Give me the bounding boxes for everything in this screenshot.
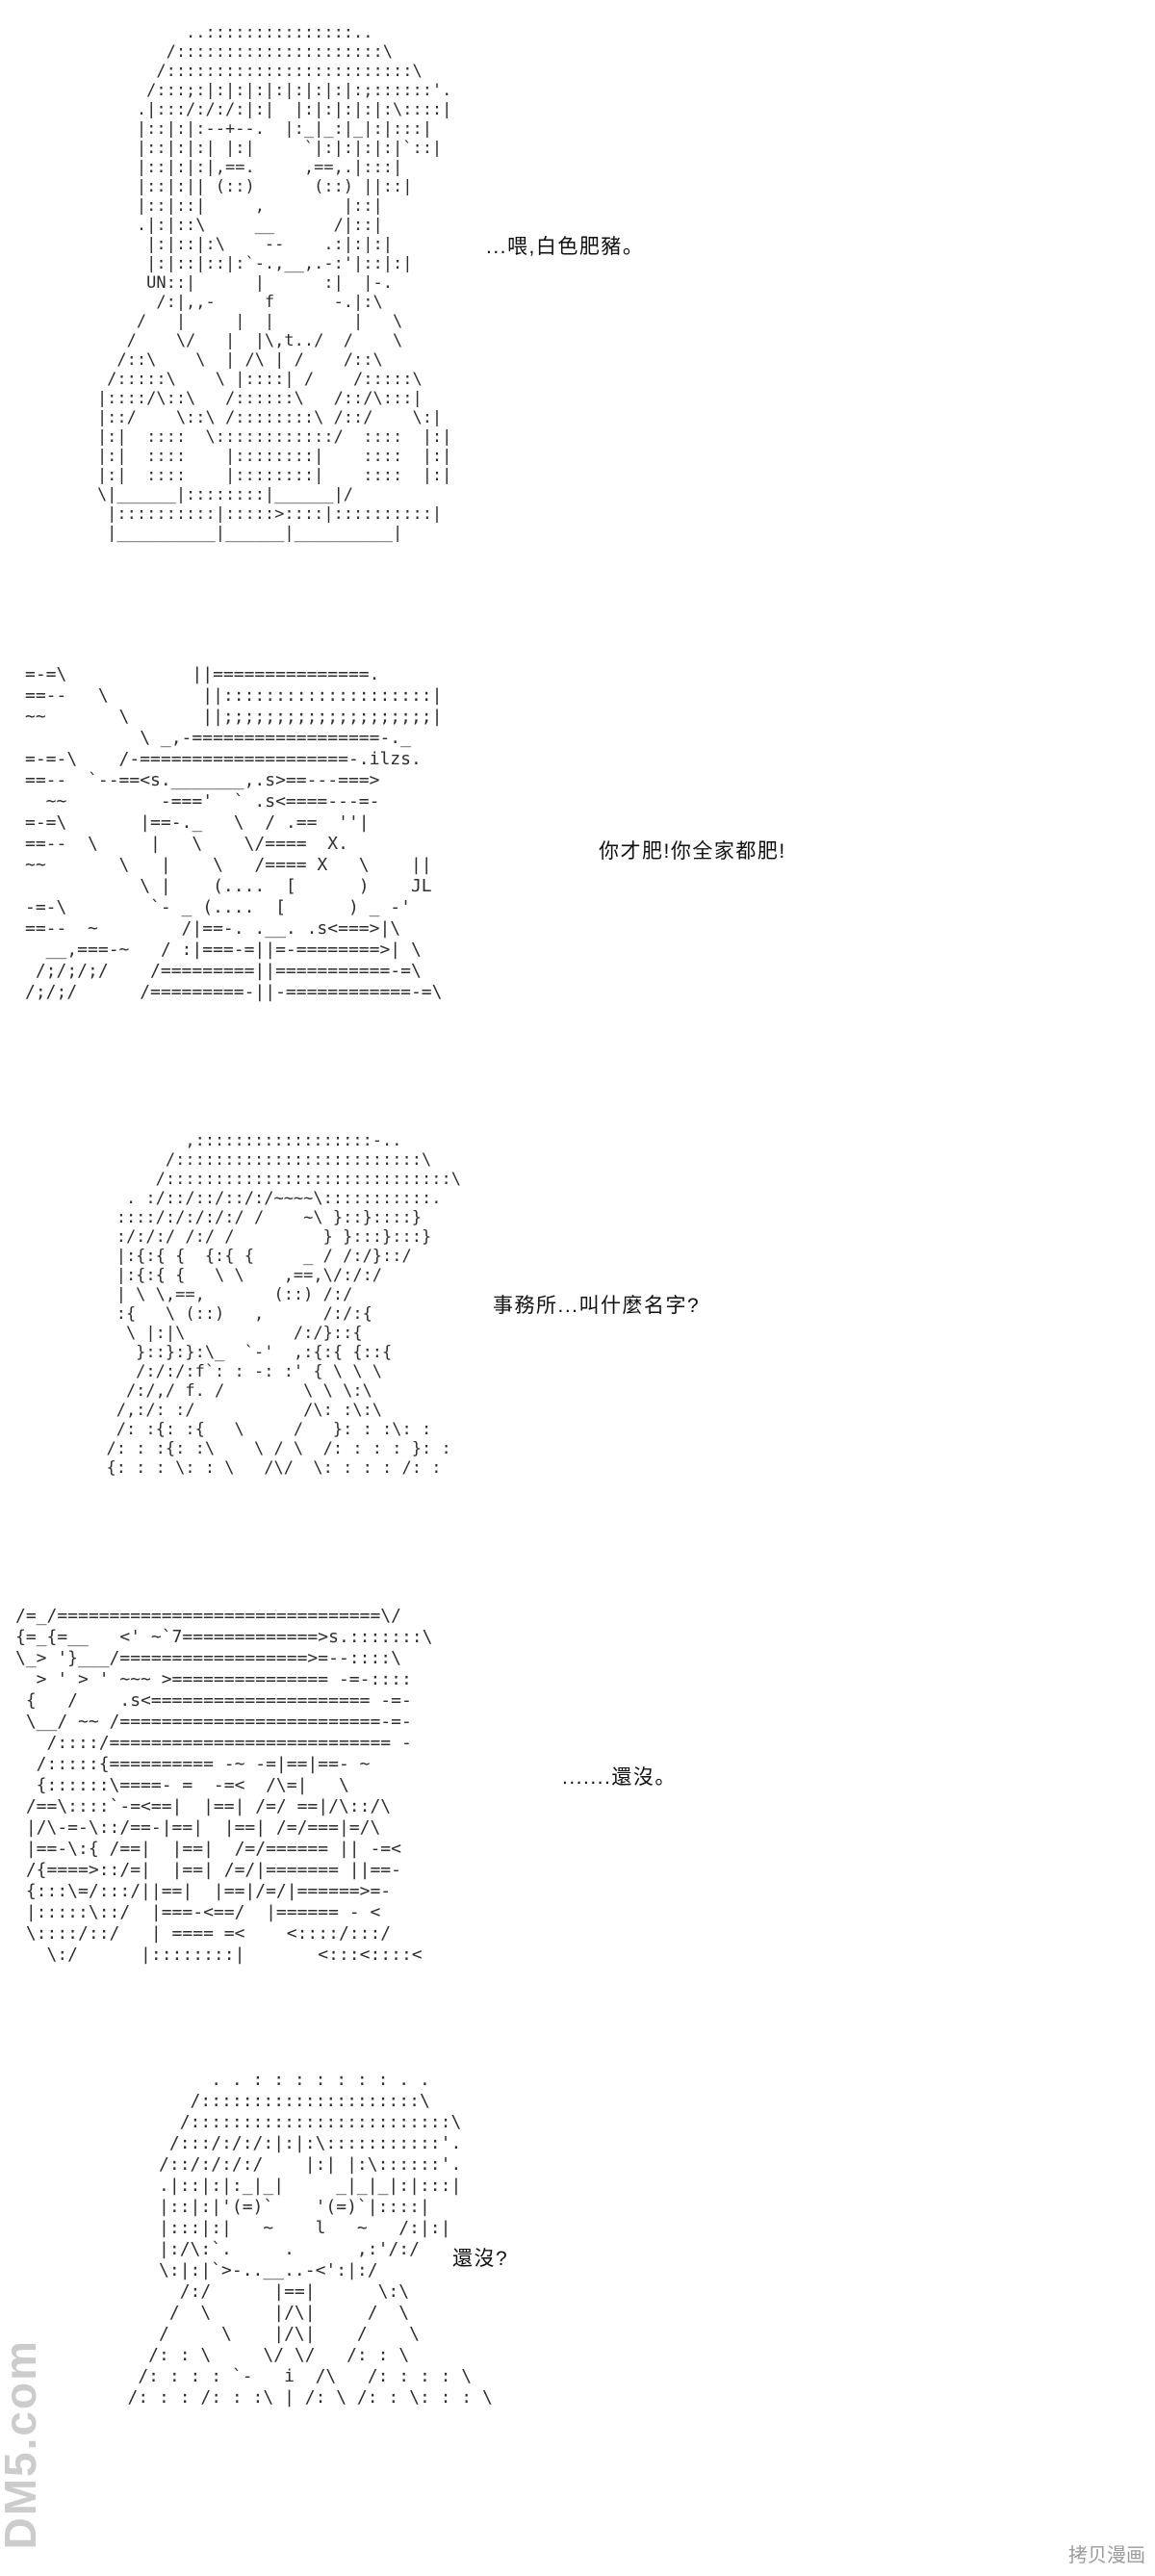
ascii-art-panel-3: ,::::::::::::::::::-.. /::::::::::::::::… <box>106 1131 461 1478</box>
copymanga-watermark: 拷贝漫画 <box>1068 2545 1145 2566</box>
dialogue-text-5: 還沒? <box>452 2248 509 2270</box>
ascii-art-panel-2: =-=\ ||===============. ==-- \ ||:::::::… <box>25 664 443 1002</box>
ascii-art-panel-5: . . : : : : : : : . . /:::::::::::::::::… <box>127 2070 493 2408</box>
dialogue-text-1: ...喂,白色肥豬。 <box>486 236 645 258</box>
ascii-art-panel-1: ..:::::::::::::::.. /:::::::::::::::::::… <box>96 23 452 543</box>
ascii-art-panel-4: /=_/===============================\/ {=… <box>15 1606 433 1965</box>
dm5-watermark: DM5.com <box>0 2339 45 2550</box>
dialogue-text-3: 事務所...叫什麼名字? <box>493 1295 701 1317</box>
dialogue-text-2: 你才肥!你全家都肥! <box>599 840 786 863</box>
dialogue-text-4: .......還沒。 <box>562 1766 677 1789</box>
